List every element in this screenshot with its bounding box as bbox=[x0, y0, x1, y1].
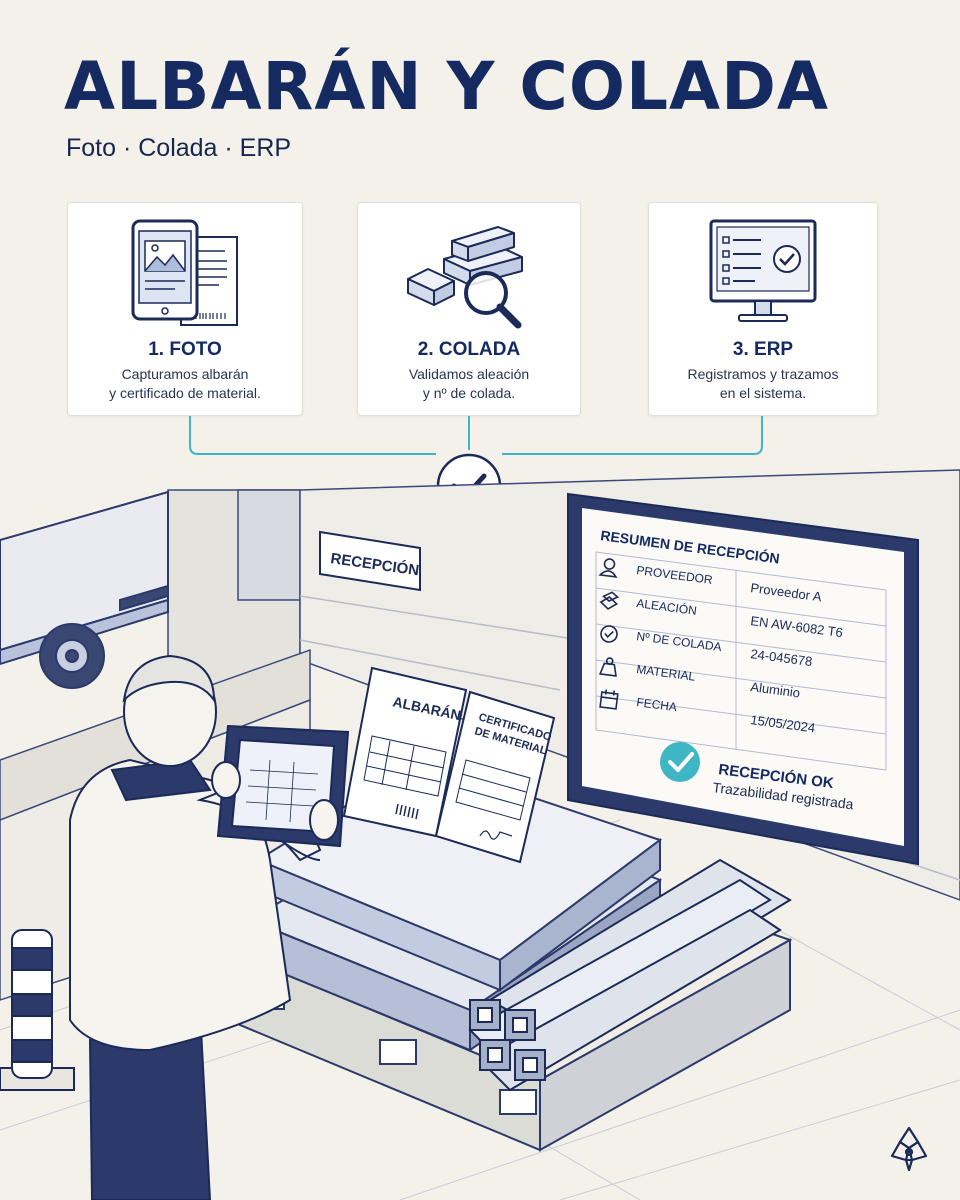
summary-row-value: EN AW-6082 T6 bbox=[750, 613, 844, 640]
page-title: ALBARÁN Y COLADA bbox=[64, 48, 829, 125]
check-circle-icon bbox=[436, 453, 502, 519]
bollard bbox=[0, 929, 75, 1091]
aluminium-profiles bbox=[468, 858, 792, 1092]
aluminium-plates bbox=[247, 758, 663, 1052]
step-card-colada: 2. COLADA Validamos aleación y nº de col… bbox=[357, 202, 581, 416]
reception-sign: RECEPCIÓN bbox=[319, 530, 421, 592]
user-icon bbox=[598, 558, 618, 578]
summary-status-subtitle: Trazabilidad registrada bbox=[712, 779, 855, 812]
summary-row-value: 24-045678 bbox=[750, 646, 814, 669]
delivery-note-title: ALBARÁN bbox=[391, 693, 462, 723]
step-description: Capturamos albarán y certificado de mate… bbox=[78, 365, 292, 403]
pallet bbox=[225, 838, 793, 1152]
step-description-line: Registramos y trazamos bbox=[687, 366, 839, 382]
step-card-foto: 1. FOTO Capturamos albarán y certificado… bbox=[67, 202, 303, 416]
step-label: 3. ERP bbox=[732, 339, 794, 360]
ingot-icon bbox=[599, 591, 620, 610]
step-description: Registramos y trazamos en el sistema. bbox=[659, 365, 867, 403]
summary-row-value: Aluminio bbox=[750, 679, 801, 700]
step-description-line: en el sistema. bbox=[719, 385, 807, 401]
brand-logo-icon bbox=[890, 1126, 928, 1172]
step-description: Validamos aleación y nº de colada. bbox=[368, 365, 570, 403]
worker-figure bbox=[69, 654, 350, 1200]
calendar-icon bbox=[599, 689, 619, 710]
page-subtitle: Foto · Colada · ERP bbox=[66, 134, 292, 162]
summary-row-value: 15/05/2024 bbox=[750, 712, 816, 735]
reception-sign-label: RECEPCIÓN bbox=[329, 549, 420, 579]
summary-row-label: Nº DE COLADA bbox=[636, 629, 723, 654]
step-description-line: Capturamos albarán bbox=[121, 366, 249, 382]
certificate-title-line: DE MATERIAL bbox=[473, 725, 548, 757]
truck-illustration bbox=[0, 490, 169, 689]
summary-row-label: ALEACIÓN bbox=[636, 595, 698, 618]
tablet-document-icon bbox=[131, 219, 238, 326]
monitor-check-icon bbox=[709, 219, 817, 322]
material-certificate-document: CERTIFICADO DE MATERIAL bbox=[434, 690, 556, 864]
step-label: 1. FOTO bbox=[148, 339, 222, 360]
weight-icon bbox=[598, 657, 617, 677]
connector-lines bbox=[189, 416, 763, 455]
check-circle-icon bbox=[600, 625, 618, 643]
summary-row-label: PROVEEDOR bbox=[636, 563, 714, 587]
summary-row-label: MATERIAL bbox=[636, 662, 697, 684]
step-label: 2. COLADA bbox=[417, 339, 521, 360]
summary-row-label: FECHA bbox=[636, 695, 678, 714]
ingot-magnifier-icon bbox=[407, 226, 523, 329]
summary-title: RESUMEN DE RECEPCIÓN bbox=[600, 526, 781, 566]
summary-status-title: RECEPCIÓN OK bbox=[718, 760, 835, 792]
reception-summary-panel: RESUMEN DE RECEPCIÓN PROVEEDOR Proveedor … bbox=[567, 492, 919, 866]
certificate-title-line: CERTIFICADO bbox=[477, 711, 553, 743]
step-description-line: y nº de colada. bbox=[422, 385, 516, 401]
summary-row-value: Proveedor A bbox=[750, 580, 823, 604]
step-description-line: y certificado de material. bbox=[109, 385, 261, 401]
step-description-line: Validamos aleación bbox=[408, 366, 530, 382]
step-card-erp: 3. ERP Registramos y trazamos en el sist… bbox=[648, 202, 878, 416]
delivery-note-document: ALBARÁN bbox=[342, 666, 468, 838]
